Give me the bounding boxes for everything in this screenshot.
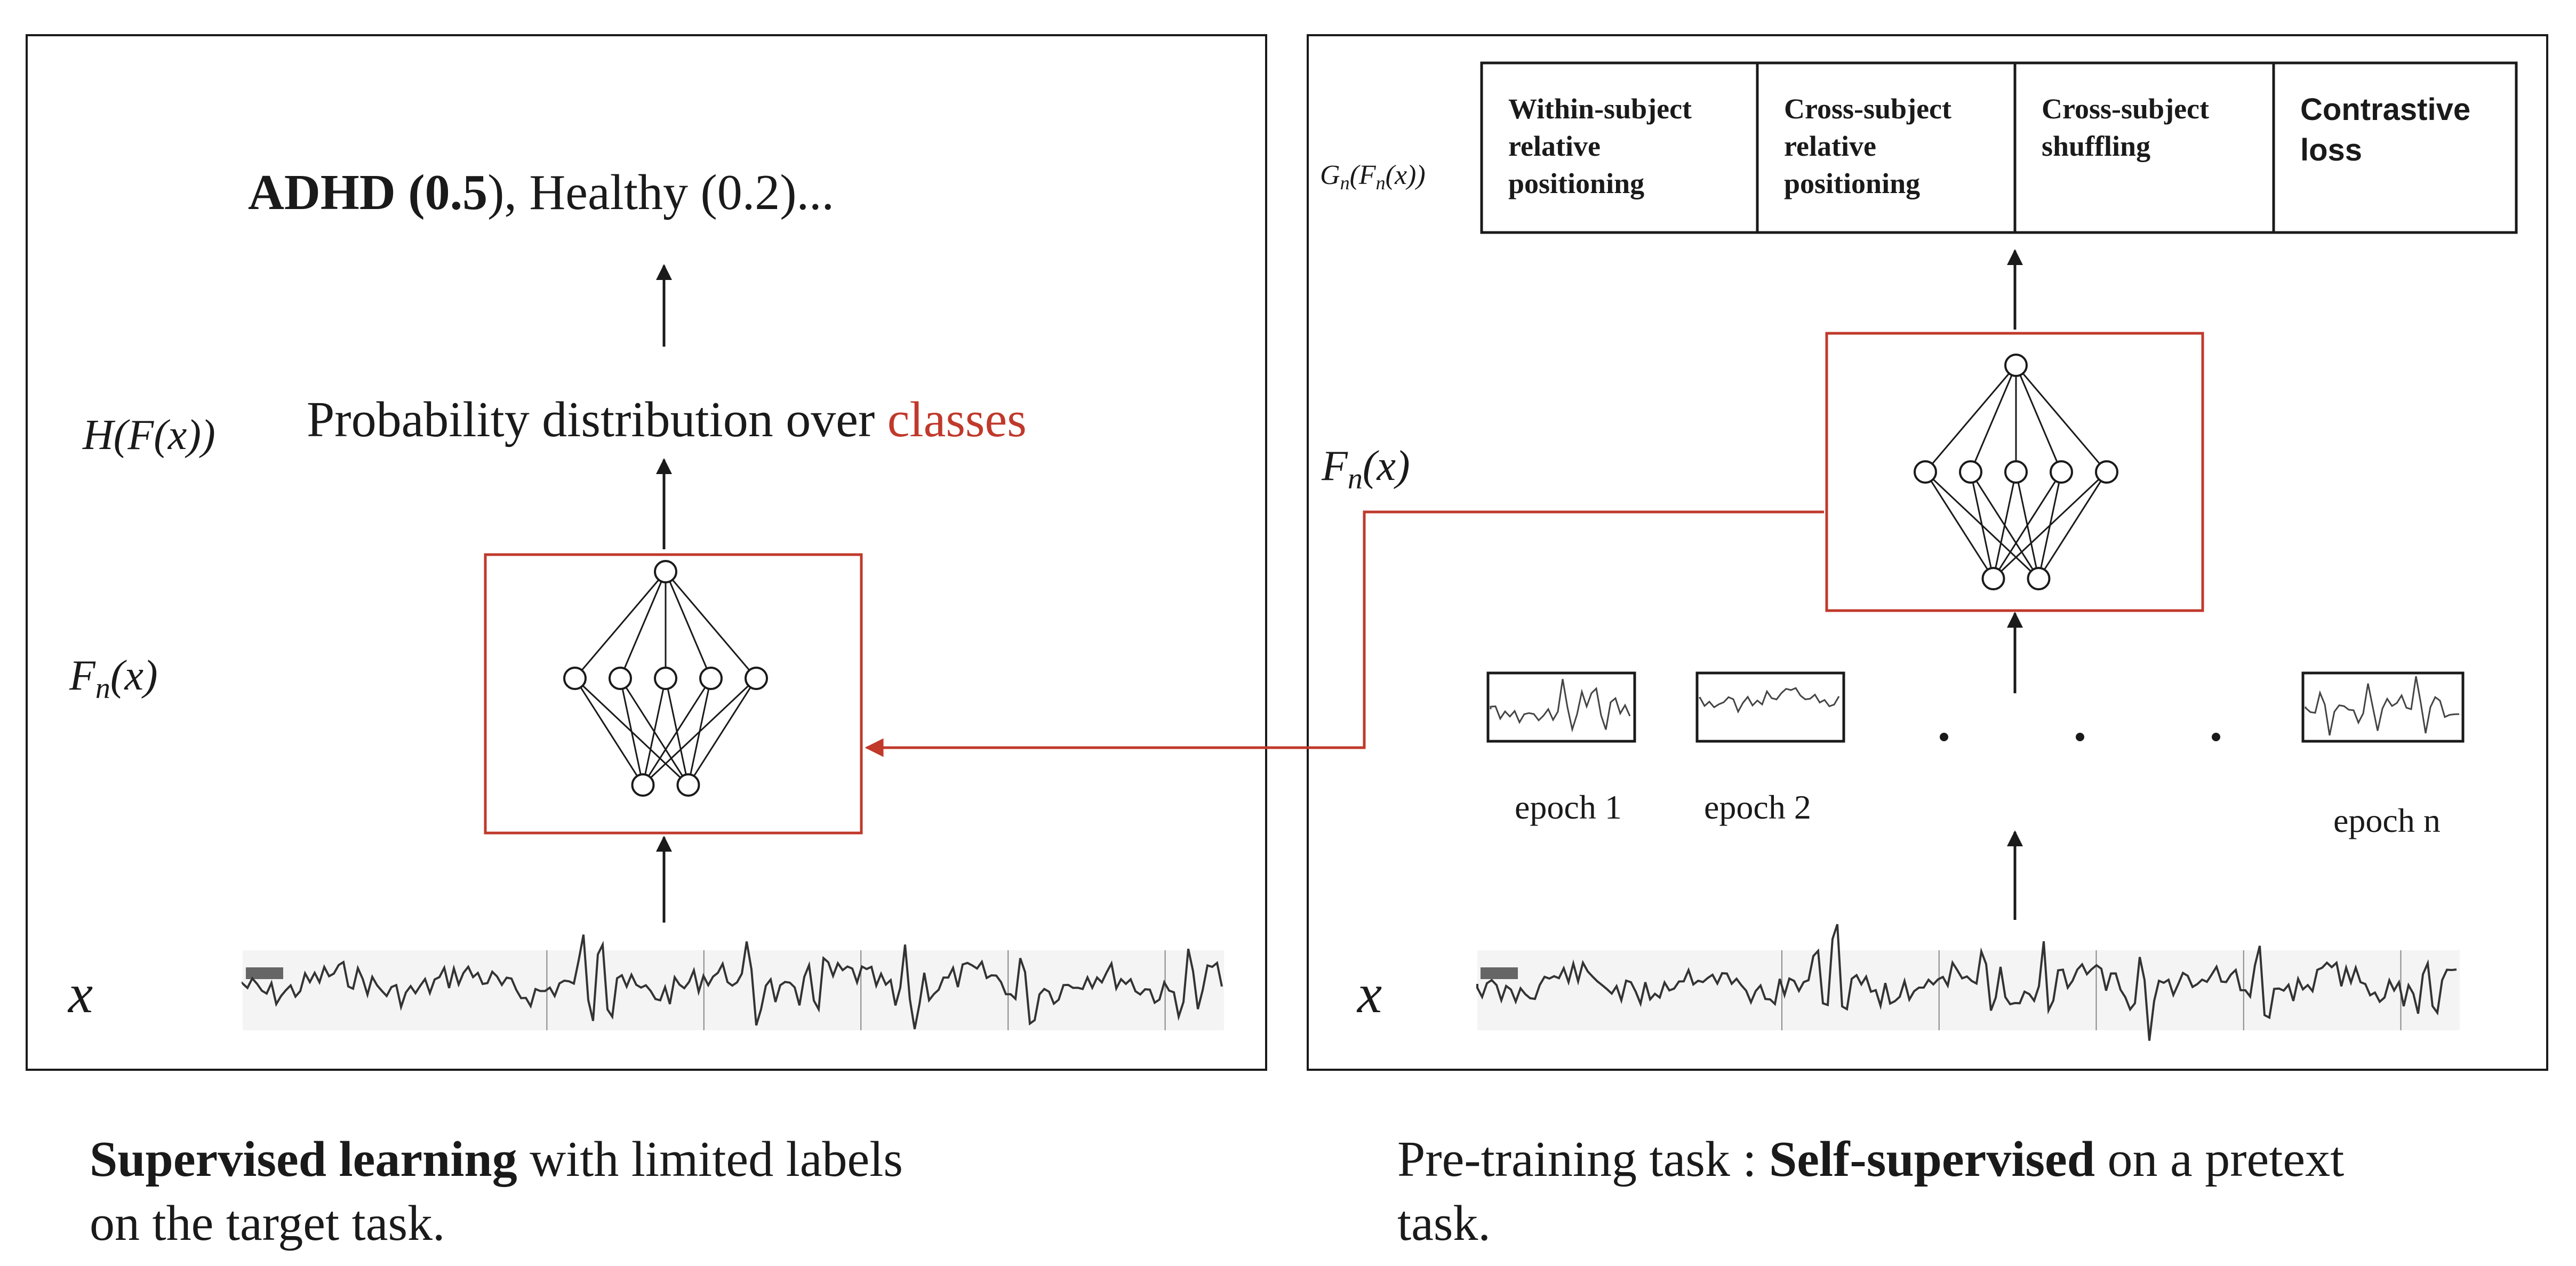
output-adhd-bold: ADHD (0.5 [248,165,487,220]
output-rest: ), Healthy (0.2)... [487,165,834,220]
epoch-2-box [1695,671,1845,743]
nn-edge [2038,471,2108,579]
nn-edge [619,571,667,679]
nn-node [745,667,768,690]
epoch-trace [1490,679,1631,733]
left-caption-line1: Supervised learning with limited labels [90,1132,903,1187]
nn-edge [1924,365,2017,472]
nn-node [2004,354,2028,377]
left-encoder-label: Fn(x) [69,652,158,705]
nn-node [631,773,655,797]
pretext-task-3: Cross-subject shuffling [2042,93,2216,162]
left-neural-network [563,560,768,797]
nn-edge [1970,471,1994,579]
pretext-task-4: Contrastive loss [2300,92,2479,167]
epoch-n-box [2301,671,2465,743]
pretext-task-table: Within-subject relative positioning Cros… [1480,61,2518,234]
nn-edge [619,678,644,786]
eeg-trace [242,934,1223,1030]
right-caption-line1: Pre-training task : Self-supervised on a… [1397,1132,2344,1187]
nn-node [2095,460,2118,484]
epoch-1-box [1486,671,1636,743]
nn-edge [665,571,712,679]
weight-transfer-arrow [865,510,1824,757]
right-encoder-label: Fn(x) [1321,443,1410,495]
prob-classes-highlight: classes [887,392,1027,447]
nn-node [1959,460,1982,484]
left-panel: ADHD (0.5), Healthy (0.2)... H(F(x)) Pro… [26,34,1267,1071]
left-output-label: ADHD (0.5), Healthy (0.2)... [248,165,834,220]
nn-edge [1924,471,1994,579]
nn-node [654,560,677,583]
ellipsis-dot [2212,733,2220,741]
nn-edge [642,678,712,786]
epoch-1-label: epoch 1 [1515,788,1622,826]
epoch-2-label: epoch 2 [1704,788,1811,826]
left-input-label: x [67,963,93,1024]
nn-node [676,773,700,797]
pretext-task-outer [1480,61,2518,234]
left-caption-line2: on the target task. [90,1196,445,1251]
right-panel-frame [1307,34,2548,1071]
prob-prefix: Probability distribution over [307,392,887,447]
nn-edge [1970,365,2017,472]
nn-node [654,667,677,690]
nn-edge [1993,471,2017,579]
nn-node [2050,460,2073,484]
epoch-trace [2305,676,2460,736]
left-encoder-box [484,553,863,835]
right-encoder-box [1825,332,2204,612]
ellipsis-dot [2076,733,2084,741]
epoch-boxes: epoch 1 epoch 2 epoch n [1486,671,2465,839]
nn-edge [687,678,757,786]
nn-node [563,667,587,690]
left-eeg-signal [242,934,1224,1030]
right-neural-network [1914,354,2118,590]
probability-distribution-label: Probability distribution over classes [307,392,1027,447]
nn-node [2004,460,2028,484]
nn-edge [2015,365,2108,472]
pretext-function-label: Gn(Fn(x)) [1320,160,1426,194]
head-function-label: H(F(x)) [82,412,215,459]
nn-edge [642,678,667,786]
nn-node [1914,460,1937,484]
epoch-n-label: epoch n [2333,802,2441,839]
nn-edge [574,571,667,679]
pretext-task-2: Cross-subject relative positioning [1784,93,1958,199]
eeg-channel-tag [246,967,283,979]
eeg-trace [1476,924,2457,1041]
nn-edge [574,678,644,786]
nn-edge [1993,471,2062,579]
nn-node [699,667,723,690]
nn-node [1981,567,2005,590]
pretext-task-1: Within-subject relative positioning [1508,93,1699,199]
right-panel: Gn(Fn(x)) Within-subject relative positi… [1307,34,2548,1071]
right-input-label: x [1356,963,1382,1024]
nn-node [2027,567,2051,590]
right-caption-line2: task. [1397,1196,1491,1251]
ellipsis-dot [1940,733,1948,741]
left-panel-frame [26,34,1267,1071]
right-eeg-signal [1476,924,2460,1041]
nn-edge [642,677,757,786]
nn-edge [665,571,757,679]
nn-node [609,667,632,690]
eeg-channel-tag [1481,967,1518,979]
nn-edge [2015,365,2062,472]
epoch-trace [1699,687,1840,714]
nn-edge [1993,471,2108,580]
